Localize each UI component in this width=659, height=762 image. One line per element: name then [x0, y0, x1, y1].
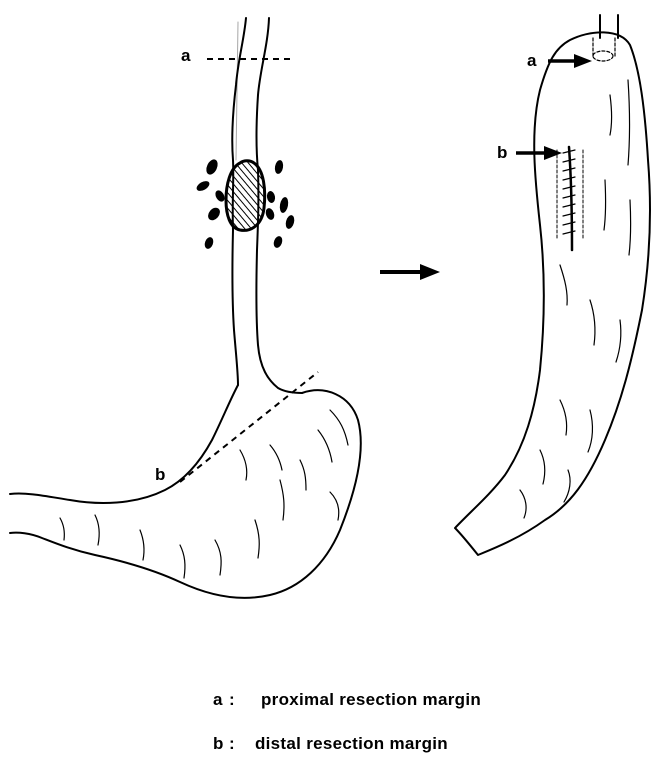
gastric-tube-outline [455, 32, 650, 555]
right-arrow-a [548, 54, 592, 68]
legend-key-a: a [213, 690, 229, 710]
legend-separator-a: : [229, 690, 235, 709]
staple-line [569, 147, 572, 250]
left-stomach-drawing [10, 18, 361, 598]
right-gastric-tube-drawing [455, 15, 650, 555]
legend-separator-b: : [229, 734, 235, 753]
right-label-b: b [497, 143, 507, 162]
tumor [226, 161, 265, 231]
transition-arrow [380, 264, 440, 280]
legend-row-proximal: a: proximal resection margin [213, 690, 481, 710]
legend-text-proximal: proximal resection margin [261, 690, 481, 709]
distal-resection-line [180, 372, 318, 482]
legend-row-distal: b: distal resection margin [213, 734, 448, 754]
legend-text-distal: distal resection margin [255, 734, 448, 753]
right-arrow-b [516, 146, 562, 160]
stomach-lesser-curve [10, 385, 238, 503]
legend-key-b: b [213, 734, 229, 754]
right-label-a: a [527, 51, 537, 70]
left-label-a: a [181, 46, 191, 65]
left-label-b: b [155, 465, 165, 484]
